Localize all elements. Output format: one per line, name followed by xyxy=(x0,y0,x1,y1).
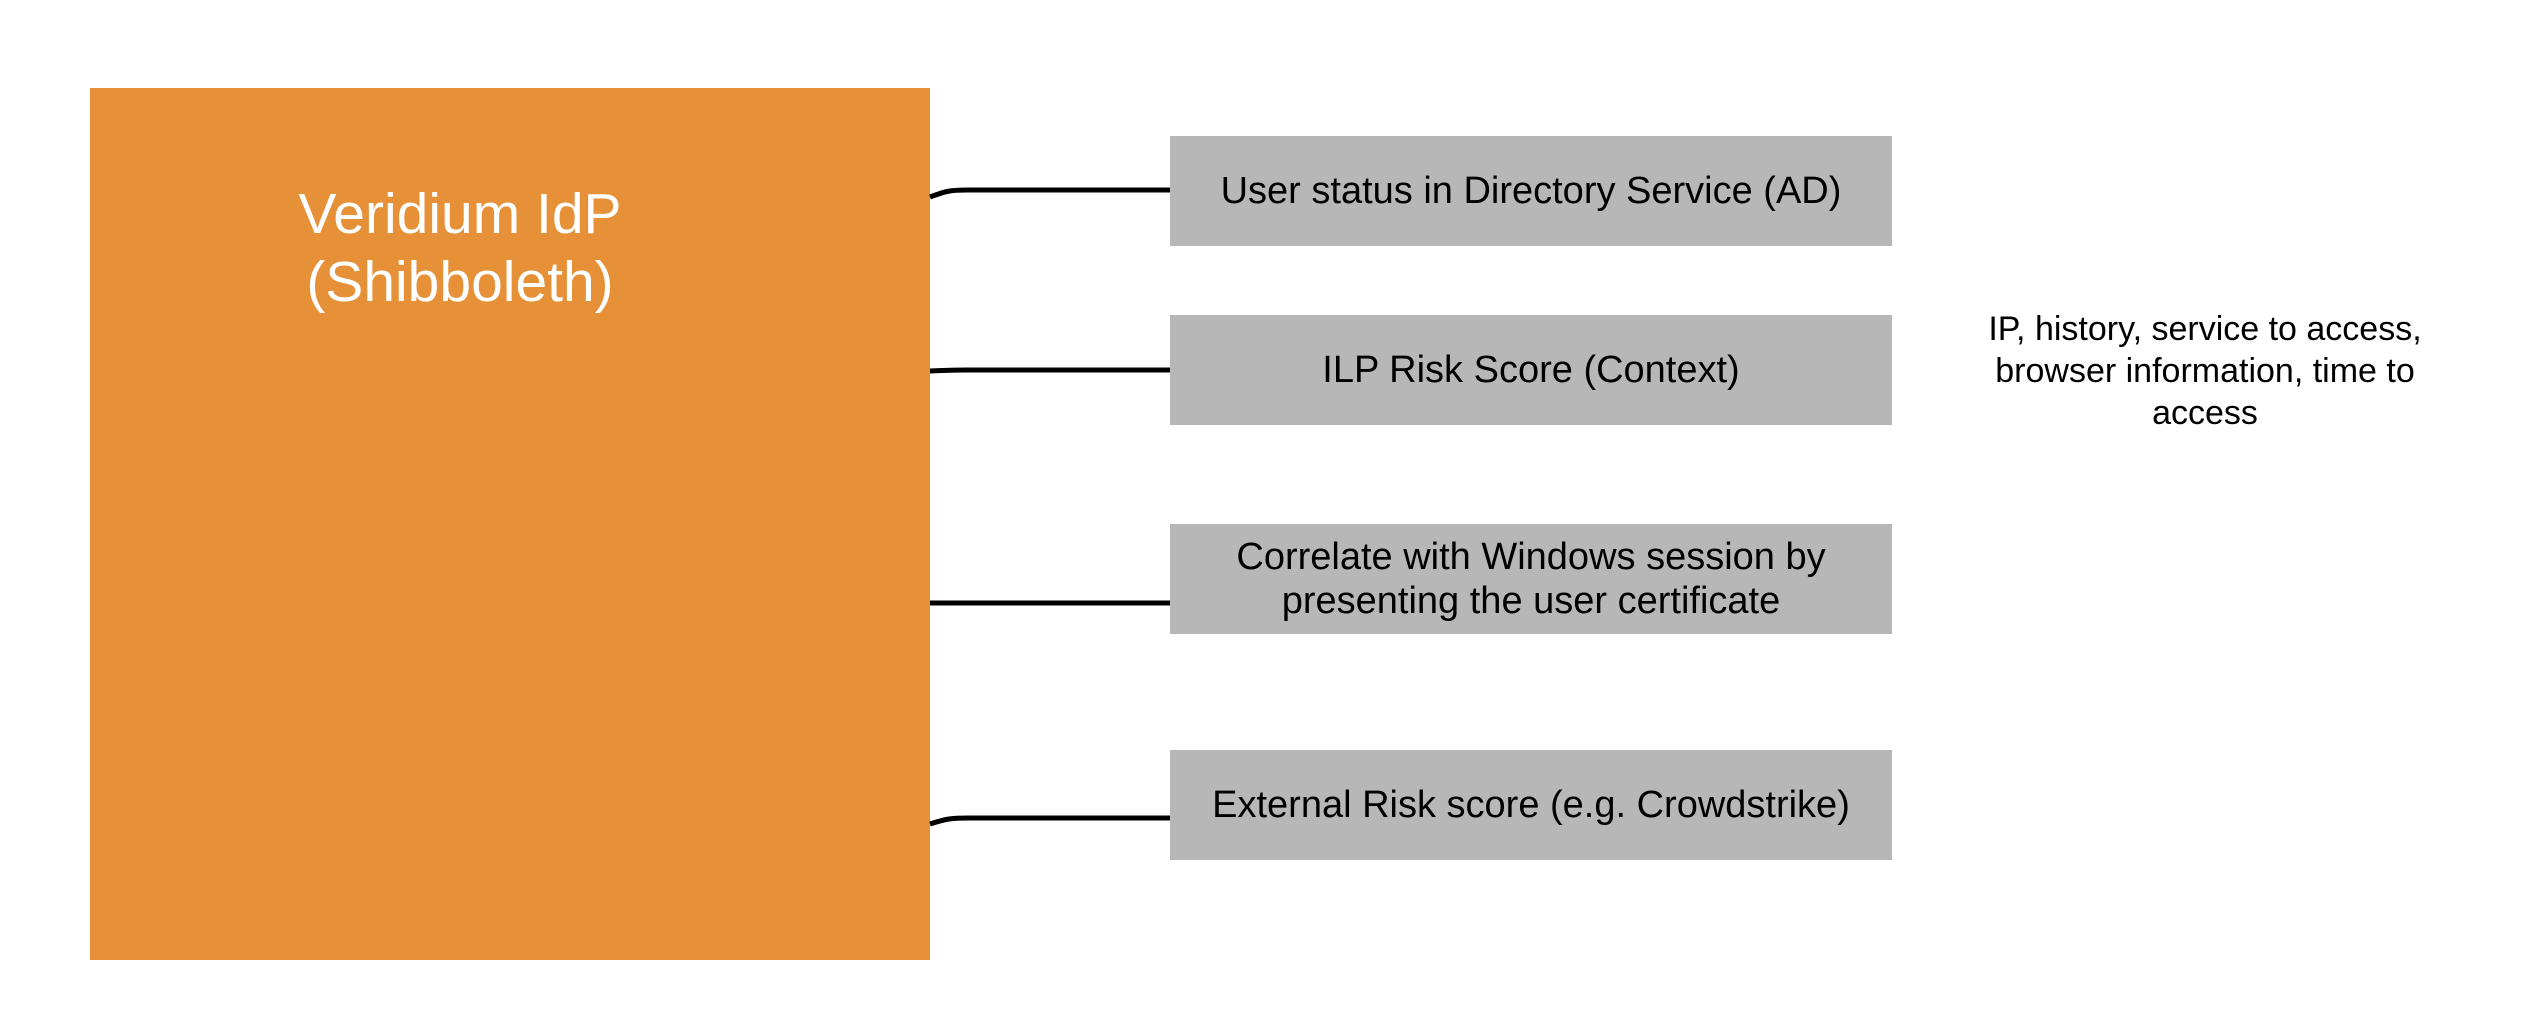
veridium-idp-node xyxy=(90,88,930,960)
factor-box-windows-session: Correlate with Windows session by presen… xyxy=(1170,524,1892,634)
factor-box-user-status: User status in Directory Service (AD) xyxy=(1170,136,1892,246)
factor-box-ilp-risk-score: ILP Risk Score (Context) xyxy=(1170,315,1892,425)
connector-line-4 xyxy=(929,815,1170,827)
factor-box-external-risk-score: External Risk score (e.g. Crowdstrike) xyxy=(1170,750,1892,860)
veridium-idp-node-label: Veridium IdP (Shibboleth) xyxy=(298,182,622,314)
connector-line-2 xyxy=(929,367,1170,374)
context-annotation-text: IP, history, service to access, browser … xyxy=(1988,310,2422,432)
connector-line-1 xyxy=(929,187,1170,200)
